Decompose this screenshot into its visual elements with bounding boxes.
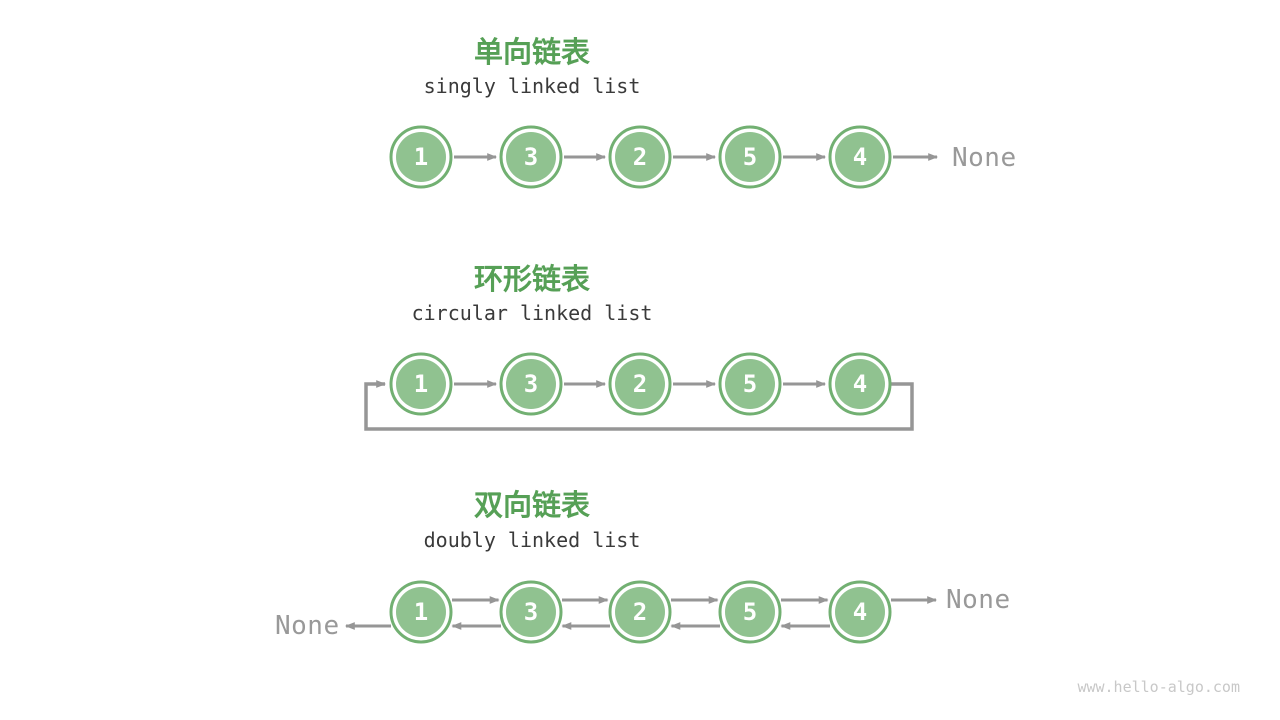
list-node: 3 <box>499 580 563 644</box>
node-value: 4 <box>853 370 867 398</box>
node-fill <box>615 587 665 637</box>
list-node: 1 <box>389 125 453 189</box>
node-fill <box>396 359 446 409</box>
circular-title-zh: 环形链表 <box>473 264 591 296</box>
list-node: 5 <box>718 125 782 189</box>
circular-title-en: circular linked list <box>411 301 653 325</box>
node-value: 1 <box>414 370 428 398</box>
loop-back-arrow <box>364 380 914 431</box>
list-node: 3 <box>499 125 563 189</box>
list-node: 3 <box>499 352 563 416</box>
node-fill <box>396 132 446 182</box>
node-fill <box>506 587 556 637</box>
node-fill <box>835 587 885 637</box>
node-fill <box>725 587 775 637</box>
node-value: 2 <box>633 143 647 171</box>
singly-title-zh: 单向链表 <box>473 37 591 69</box>
singly-tail-none-label: None <box>952 143 1017 173</box>
singly-title-en: singly linked list <box>423 74 641 98</box>
node-value: 1 <box>414 143 428 171</box>
node-fill <box>835 132 885 182</box>
node-value: 2 <box>633 370 647 398</box>
watermark: www.hello-algo.com <box>1077 678 1240 696</box>
list-node: 2 <box>608 352 672 416</box>
doubly-title-zh: 双向链表 <box>473 490 591 522</box>
node-fill <box>506 359 556 409</box>
node-value: 4 <box>853 143 867 171</box>
node-value: 2 <box>633 598 647 626</box>
list-node: 2 <box>608 125 672 189</box>
node-value: 5 <box>743 143 757 171</box>
list-node: 5 <box>718 580 782 644</box>
node-value: 5 <box>743 598 757 626</box>
node-value: 5 <box>743 370 757 398</box>
doubly-tail-none-label: None <box>946 585 1011 615</box>
node-fill <box>506 132 556 182</box>
list-node: 2 <box>608 580 672 644</box>
node-value: 3 <box>524 598 538 626</box>
node-value: 3 <box>524 370 538 398</box>
node-fill <box>396 587 446 637</box>
list-node: 5 <box>718 352 782 416</box>
list-node: 4 <box>828 352 892 416</box>
list-node: 4 <box>828 580 892 644</box>
node-fill <box>615 359 665 409</box>
list-node: 1 <box>389 352 453 416</box>
doubly-head-none-label: None <box>275 611 340 641</box>
list-node: 1 <box>389 580 453 644</box>
node-value: 4 <box>853 598 867 626</box>
node-value: 1 <box>414 598 428 626</box>
doubly-title-en: doubly linked list <box>423 528 641 552</box>
node-fill <box>725 132 775 182</box>
list-node: 4 <box>828 125 892 189</box>
node-value: 3 <box>524 143 538 171</box>
node-fill <box>835 359 885 409</box>
node-fill <box>725 359 775 409</box>
node-fill <box>615 132 665 182</box>
